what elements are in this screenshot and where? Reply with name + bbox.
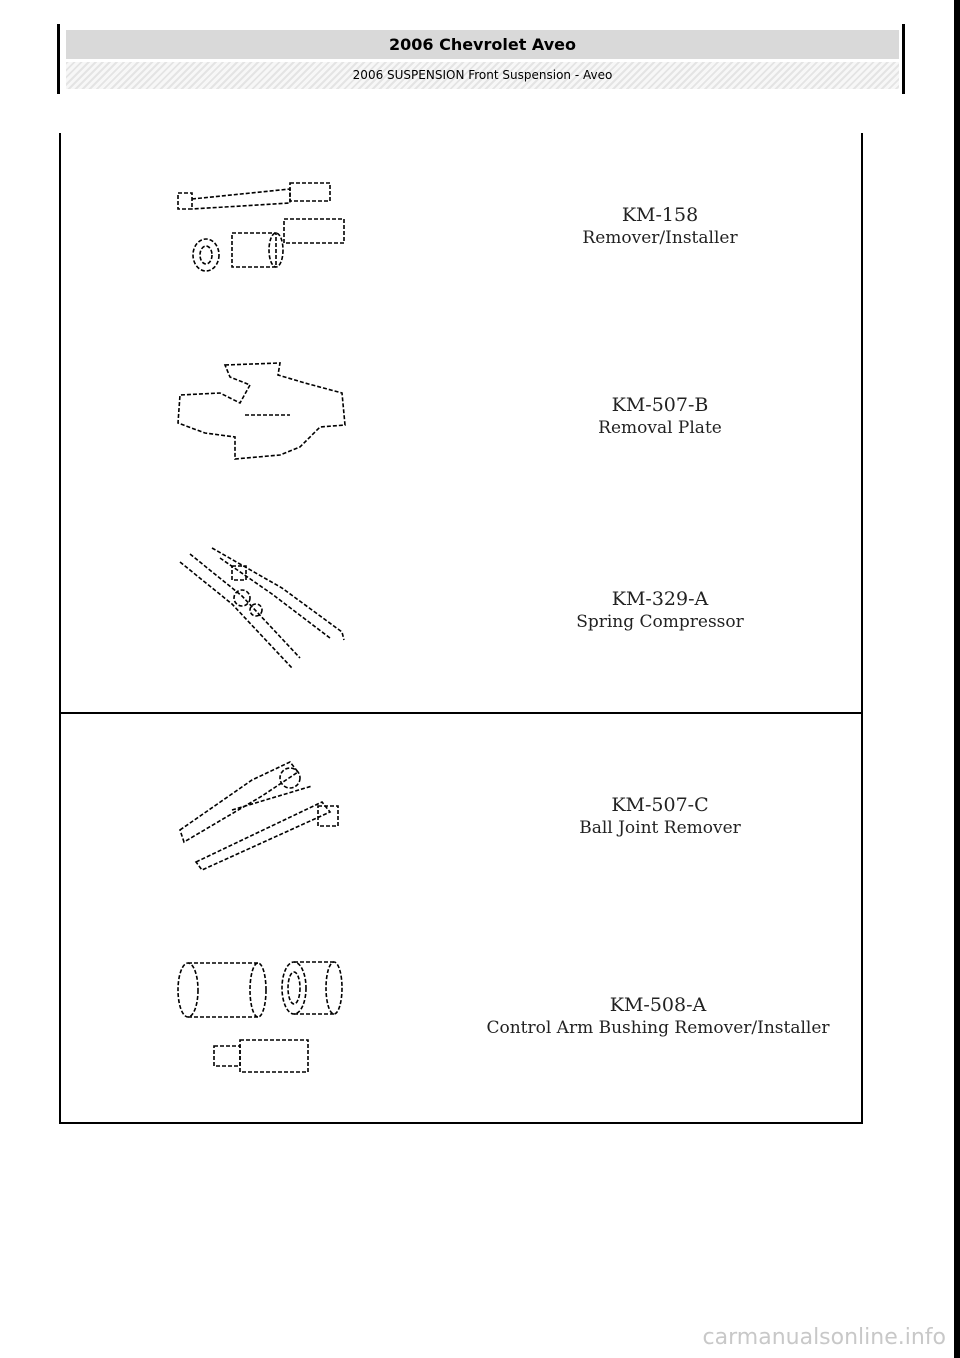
remover-installer-tool-icon [177, 182, 345, 272]
tool-label-km-508-a: KM-508-A Control Arm Bushing Remover/Ins… [462, 994, 854, 1039]
tool-name: Removal Plate [598, 417, 722, 438]
tool-label-km-507-b: KM-507-B Removal Plate [530, 394, 790, 439]
page-edge-bar [954, 0, 960, 1358]
tools-table-section-1 [59, 133, 863, 714]
tool-number: KM-508-A [609, 994, 707, 1016]
page-title: 2006 Chevrolet Aveo [66, 30, 899, 59]
watermark: carmanualsonline.info [702, 1325, 946, 1350]
spring-compressor-icon [179, 547, 345, 669]
tool-name: Remover/Installer [582, 227, 738, 248]
header-rule-left [57, 24, 60, 94]
tool-name: Control Arm Bushing Remover/Installer [486, 1017, 830, 1038]
tool-number: KM-329-A [611, 588, 709, 610]
bushing-remover-installer-icon [177, 961, 343, 1073]
removal-plate-icon [177, 362, 346, 460]
tools-table-section-2 [59, 712, 863, 1124]
tool-name: Ball Joint Remover [579, 817, 741, 838]
page-subtitle: 2006 SUSPENSION Front Suspension - Aveo [66, 62, 899, 89]
tool-label-km-507-c: KM-507-C Ball Joint Remover [540, 794, 780, 839]
tool-number: KM-158 [621, 204, 699, 226]
ball-joint-remover-icon [179, 761, 339, 871]
tool-label-km-158: KM-158 Remover/Installer [540, 204, 780, 249]
header-rule-right [902, 24, 905, 94]
tool-label-km-329-a: KM-329-A Spring Compressor [540, 588, 780, 633]
tool-number: KM-507-B [611, 394, 709, 416]
tool-number: KM-507-C [611, 794, 709, 816]
tool-name: Spring Compressor [576, 611, 744, 632]
